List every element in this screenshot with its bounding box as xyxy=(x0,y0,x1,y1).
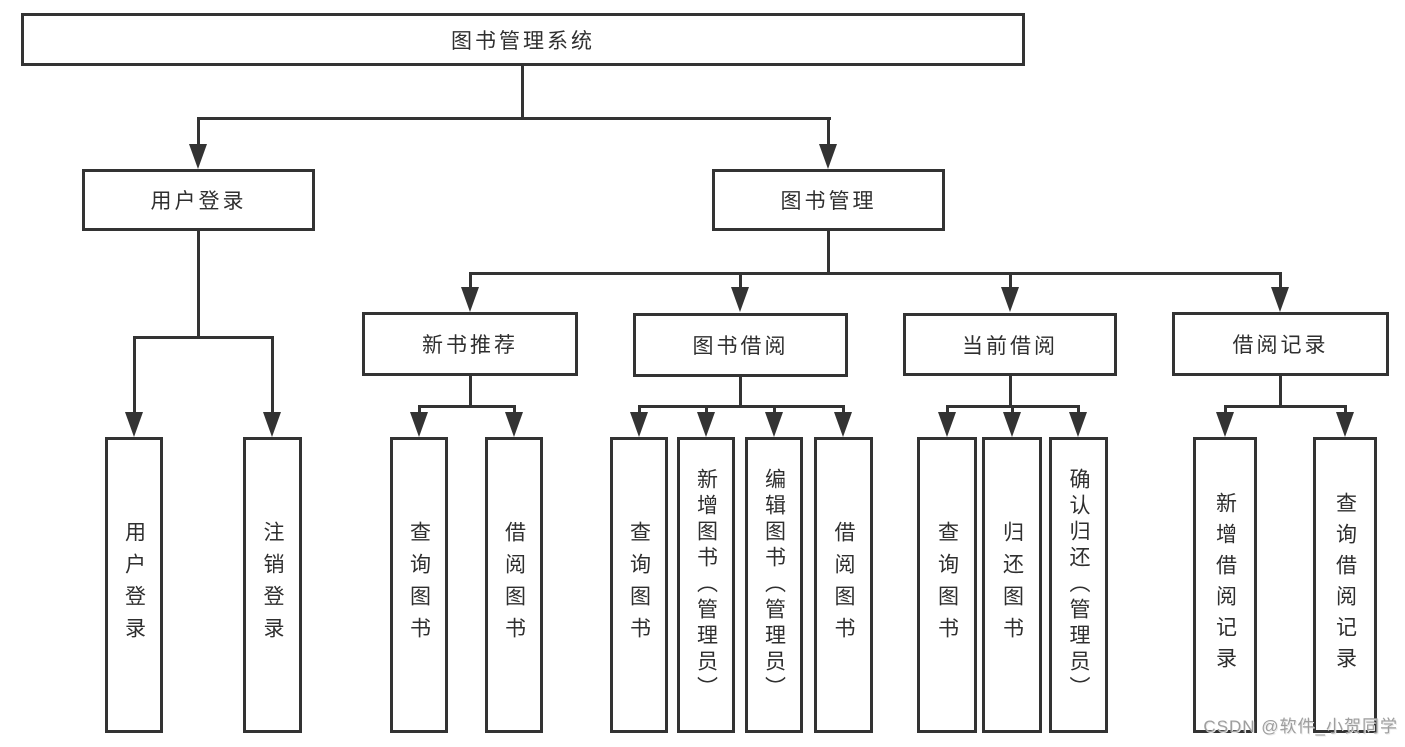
arrow-head xyxy=(834,412,852,437)
leaf-label: 用户登录 xyxy=(122,521,146,649)
leaf-label: 查询图书 xyxy=(407,521,431,649)
leaf-label: 注销登录 xyxy=(261,521,284,649)
arrow-head xyxy=(765,412,783,437)
arrow-head xyxy=(819,144,837,169)
connector-bus xyxy=(1224,405,1347,408)
node-book-borrowing: 图书借阅 xyxy=(633,313,848,377)
leaf-add-books-admin: 新增图书（管理员） xyxy=(677,437,735,733)
leaf-label: 新增借阅记录 xyxy=(1213,492,1237,678)
leaf-query-books-borrowing: 查询图书 xyxy=(610,437,668,733)
arrow-head xyxy=(461,287,479,312)
leaf-borrow-books: 借阅图书 xyxy=(814,437,873,733)
node-current-borrowing: 当前借阅 xyxy=(903,313,1117,376)
connector-leaf-drop xyxy=(1011,405,1014,415)
leaf-label: 查询图书 xyxy=(935,521,959,649)
leaf-query-borrow-record: 查询借阅记录 xyxy=(1313,437,1377,733)
connector-leaf-drop xyxy=(271,336,274,414)
leaf-query-books-recommend: 查询图书 xyxy=(390,437,448,733)
leaf-label: 查询借阅记录 xyxy=(1333,492,1357,678)
connector-leaf-drop xyxy=(1224,405,1227,415)
leaf-label: 归还图书 xyxy=(1000,521,1024,649)
leaf-label: 新增图书（管理员） xyxy=(694,468,718,702)
arrow-head xyxy=(505,412,523,437)
leaf-edit-books-admin: 编辑图书（管理员） xyxy=(745,437,803,733)
connector-level1-bus xyxy=(197,117,831,120)
leaf-label: 借阅图书 xyxy=(502,521,526,649)
connector-stem xyxy=(1279,376,1282,408)
leaf-label: 编辑图书（管理员） xyxy=(762,468,786,702)
connector-drop xyxy=(1009,272,1012,290)
leaf-return-books: 归还图书 xyxy=(982,437,1042,733)
node-user-login: 用户登录 xyxy=(82,169,315,231)
connector-stem xyxy=(739,377,742,408)
csdn-watermark: CSDN @软件_小贺同学 xyxy=(1203,717,1398,736)
arrow-head xyxy=(189,144,207,169)
arrow-head xyxy=(1216,412,1234,437)
connector-bus xyxy=(638,405,845,408)
arrow-head xyxy=(263,412,281,437)
node-library-management-system: 图书管理系统 xyxy=(21,13,1025,66)
leaf-label: 查询图书 xyxy=(627,521,651,649)
node-book-management: 图书管理 xyxy=(712,169,945,231)
connector-drop xyxy=(1279,272,1282,290)
arrow-head xyxy=(1271,287,1289,312)
connector-user-login-bus xyxy=(133,336,274,339)
arrow-head xyxy=(697,412,715,437)
connector-leaf-drop xyxy=(1077,405,1080,415)
leaf-label: 确认归还（管理员） xyxy=(1067,468,1090,702)
connector-leaf-drop xyxy=(773,405,776,415)
arrow-head xyxy=(1001,287,1019,312)
leaf-borrow-books-recommend: 借阅图书 xyxy=(485,437,543,733)
connector-user-login-stem xyxy=(197,231,200,339)
connector-level2-bus xyxy=(469,272,1281,275)
connector-leaf-drop xyxy=(705,405,708,415)
leaf-label: 借阅图书 xyxy=(832,521,855,649)
connector-root-stem xyxy=(521,64,524,120)
leaf-user-login: 用户登录 xyxy=(105,437,163,733)
arrow-head xyxy=(410,412,428,437)
connector-book-mgmt-stem xyxy=(827,231,830,275)
arrow-head xyxy=(1069,412,1087,437)
connector-leaf-drop xyxy=(418,405,421,415)
arrow-head xyxy=(125,412,143,437)
connector-drop xyxy=(739,272,742,290)
connector-leaf-drop xyxy=(946,405,949,415)
leaf-add-borrow-record: 新增借阅记录 xyxy=(1193,437,1257,733)
leaf-query-books-current: 查询图书 xyxy=(917,437,977,733)
connector-stem xyxy=(1009,376,1012,408)
arrow-head xyxy=(731,287,749,312)
connector-book-mgmt-drop xyxy=(827,117,830,146)
connector-leaf-drop xyxy=(638,405,641,415)
connector-bus xyxy=(418,405,516,408)
leaf-logout: 注销登录 xyxy=(243,437,302,733)
arrow-head xyxy=(1336,412,1354,437)
arrow-head xyxy=(630,412,648,437)
node-borrow-records: 借阅记录 xyxy=(1172,312,1389,376)
leaf-confirm-return-admin: 确认归还（管理员） xyxy=(1049,437,1108,733)
node-new-book-recommend: 新书推荐 xyxy=(362,312,578,376)
connector-stem xyxy=(469,376,472,408)
connector-leaf-drop xyxy=(513,405,516,415)
connector-drop xyxy=(469,272,472,290)
arrow-head xyxy=(938,412,956,437)
connector-leaf-drop xyxy=(842,405,845,415)
connector-leaf-drop xyxy=(1344,405,1347,415)
arrow-head xyxy=(1003,412,1021,437)
connector-user-login-drop xyxy=(197,117,200,146)
connector-leaf-drop xyxy=(133,336,136,414)
